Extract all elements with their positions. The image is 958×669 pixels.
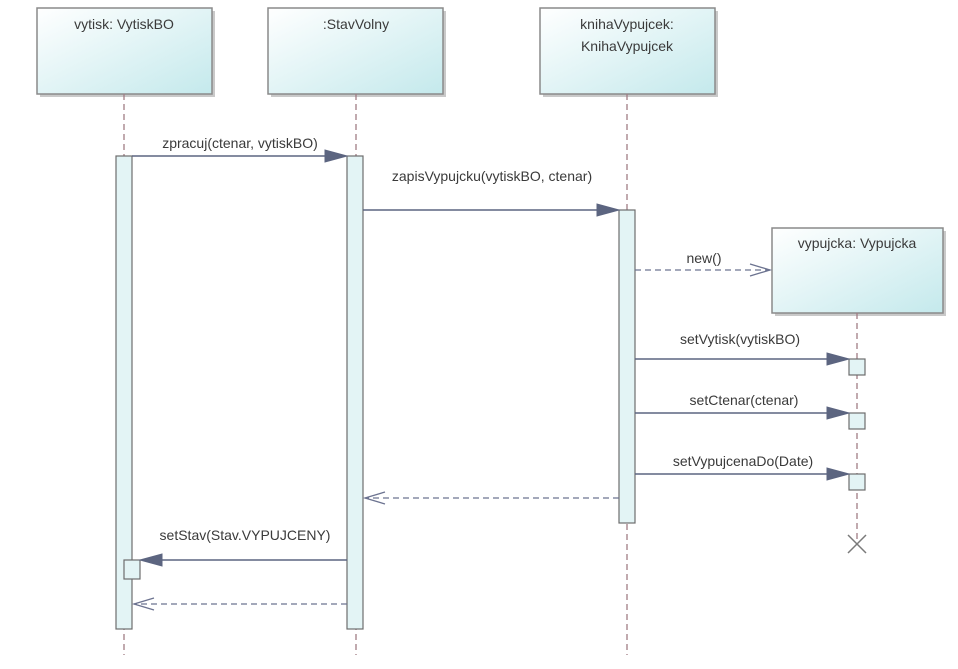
lifeline-label-stav: :StavVolny [323,16,389,32]
message-zpracuj[interactable]: zpracuj(ctenar, vytiskBO) [132,135,349,163]
message-label: new() [686,250,721,266]
message-return-stav[interactable] [131,597,347,611]
activation-stav-main [346,155,364,630]
activation-vypujcka-setvytisk [848,358,866,376]
arrowhead-filled [826,352,851,366]
arrowhead-filled [826,467,851,481]
destroy-marker-icon [847,534,867,554]
arrowhead-open [749,263,773,277]
lifeline-stav: :StavVolny [267,7,446,655]
lifeline-label-kniha-1: knihaVypujcek: [580,16,674,32]
lifeline-label-vypujcka: vypujcka: Vypujcka [798,235,917,251]
lifeline-vytisk: vytisk: VytiskBO [36,7,215,655]
destroy-stroke [847,534,867,554]
message-label: setVypujcenaDo(Date) [673,453,813,469]
arrowhead-open [362,491,386,505]
message-return-kniha[interactable] [362,491,619,505]
arrowhead-open [131,597,155,611]
activation-vytisk-setstav [123,559,141,580]
lifeline-label-vytisk: vytisk: VytiskBO [74,16,174,32]
lifeline-vypujcka: vypujcka: Vypujcka [771,227,946,540]
message-setvytisk[interactable]: setVytisk(vytiskBO) [635,331,851,366]
arrowhead-filled [826,406,851,420]
lifeline-label-kniha-2: KnihaVypujcek [581,38,674,54]
arrowhead-filled [596,203,621,217]
activation-vytisk-main [115,155,133,630]
message-label: setCtenar(ctenar) [690,392,799,408]
activation-vypujcka-setvypujcenado [848,473,866,491]
arrowhead-filled [138,553,163,567]
lifeline-head-kniha[interactable] [539,7,716,95]
activation-vypujcka-setctenar [848,412,866,430]
message-setvypujcenado[interactable]: setVypujcenaDo(Date) [635,453,851,481]
lifeline-head-stav[interactable] [267,7,444,95]
message-zapisvypujcku[interactable]: zapisVypujcku(vytiskBO, ctenar) [363,168,621,217]
lifeline-head-vytisk[interactable] [36,7,213,95]
message-label: setStav(Stav.VYPUJCENY) [160,527,331,543]
message-label: setVytisk(vytiskBO) [680,331,800,347]
message-label: zpracuj(ctenar, vytiskBO) [162,135,318,151]
message-setctenar[interactable]: setCtenar(ctenar) [635,392,851,420]
message-label: zapisVypujcku(vytiskBO, ctenar) [392,168,592,184]
message-new[interactable]: new() [635,250,773,277]
arrowhead-filled [324,149,349,163]
message-setstav[interactable]: setStav(Stav.VYPUJCENY) [138,527,347,567]
activation-kniha-main [618,209,636,524]
